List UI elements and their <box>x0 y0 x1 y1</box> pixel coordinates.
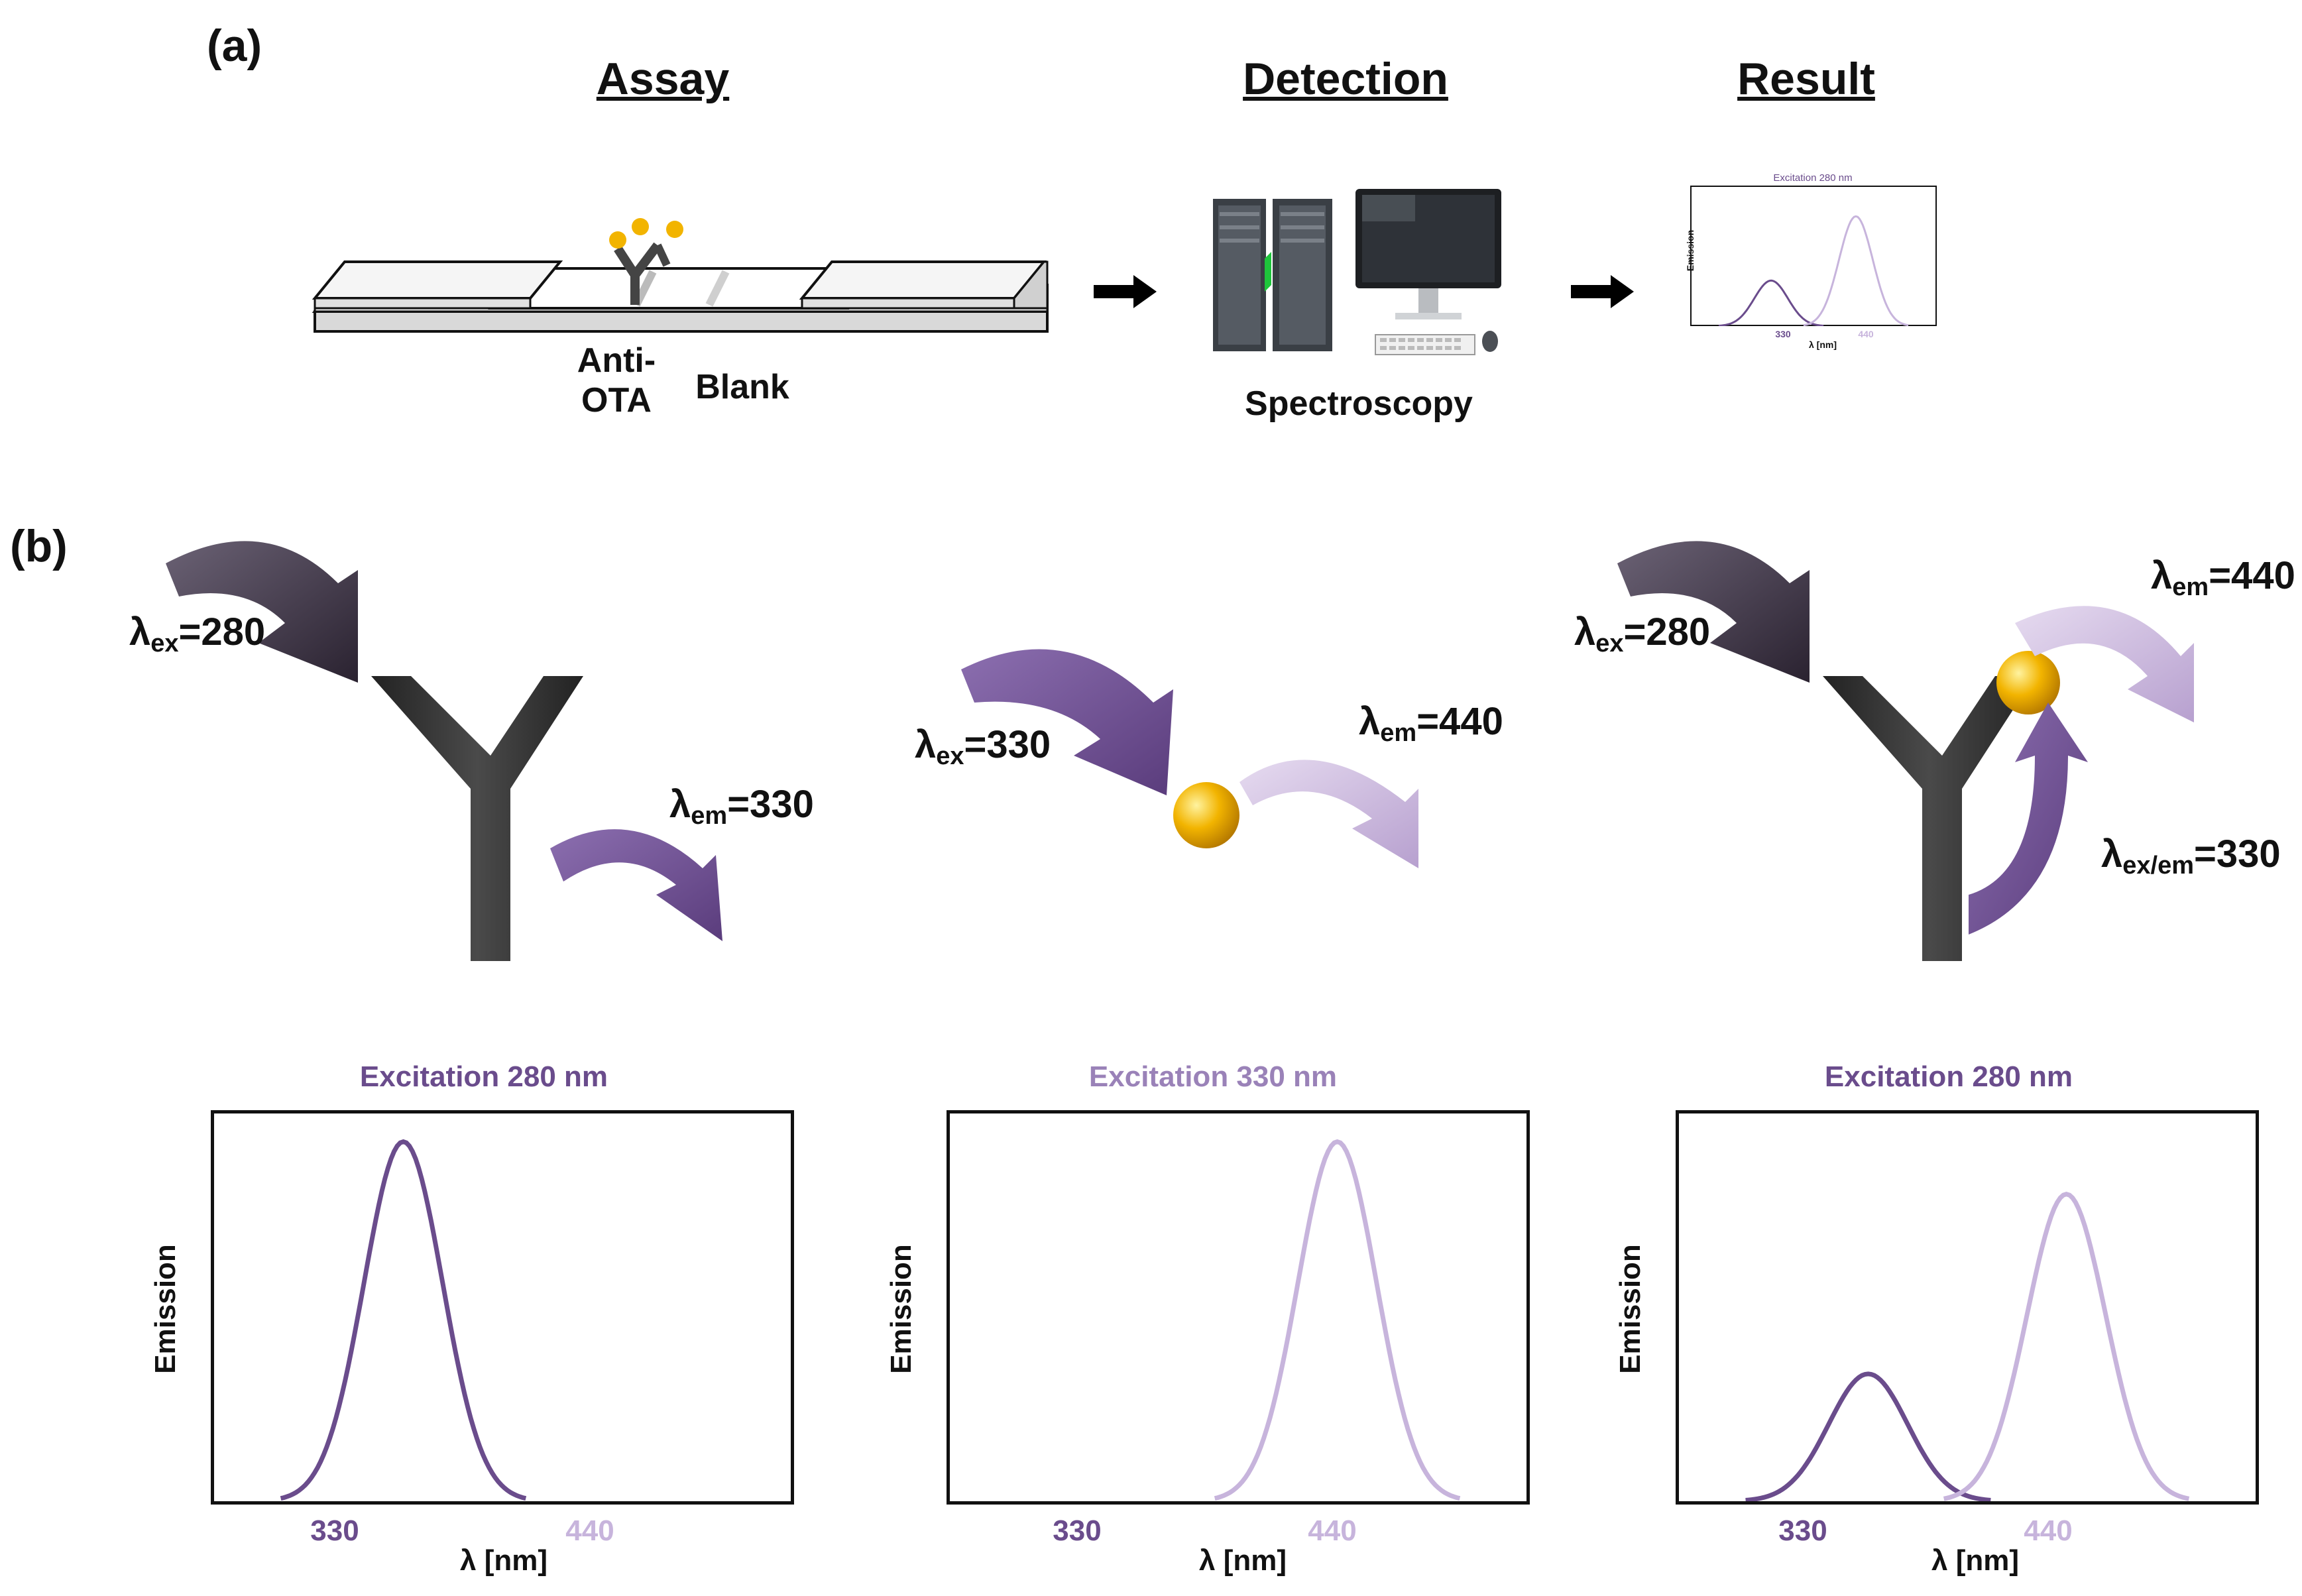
emission-chart-3: Excitation 280 nm Emission 330 440 λ [nm… <box>1614 1060 2280 1591</box>
chart-2-tick-440: 440 <box>1308 1514 1357 1547</box>
arrow-right-icon <box>1094 275 1157 308</box>
chart-3-xlabel: λ [nm] <box>1931 1544 2019 1577</box>
middle-ex-sub: ex <box>936 742 964 770</box>
middle-ex-val: =330 <box>964 723 1051 766</box>
chart-3-frame <box>1676 1110 2259 1505</box>
panel-a-label: (a) <box>207 21 262 71</box>
mini-chart-title: Excitation 280 nm <box>1773 172 1853 184</box>
mini-chart-xlabel: λ [nm] <box>1809 339 1837 350</box>
chart-1-ylabel: Emission <box>149 1244 182 1374</box>
chart-2-frame <box>947 1110 1530 1505</box>
left-em-base: λ <box>669 783 691 826</box>
left-ex-val: =280 <box>178 610 266 654</box>
chart-2-ylabel: Emission <box>885 1244 917 1374</box>
chart-3-title: Excitation 280 nm <box>1824 1060 2073 1093</box>
chart-3-ylabel: Emission <box>1614 1244 1646 1374</box>
chart-3-tick-440: 440 <box>2024 1514 2073 1547</box>
spectrometer-computer-icon <box>1213 189 1501 355</box>
left-ex-sub: ex <box>150 630 179 657</box>
blank-label: Blank <box>695 368 789 406</box>
chart-1-title: Excitation 280 nm <box>359 1060 608 1093</box>
arrow-right-icon-2 <box>1571 275 1634 308</box>
chart-2-series-440 <box>1214 1139 1461 1501</box>
assay-title: Assay <box>596 54 730 104</box>
chart-1-tick-440: 440 <box>565 1514 614 1547</box>
left-ex-base: λ <box>129 610 151 654</box>
chart-3-plot <box>1745 1192 2190 1503</box>
right-em-sub: em <box>2172 573 2209 601</box>
middle-em-sub: em <box>1380 719 1417 747</box>
right-ex-sub: ex <box>1595 630 1624 657</box>
chart-3-tick-330: 330 <box>1778 1514 1827 1547</box>
middle-em-label: λem=440 <box>1359 699 1503 748</box>
chart-1-tick-330: 330 <box>310 1514 359 1547</box>
chart-3-series-330 <box>1745 1371 1991 1503</box>
mini-chart-frame <box>1690 186 1937 326</box>
spectroscopy-label: Spectroscopy <box>1245 384 1473 423</box>
right-exem-val: =330 <box>2194 832 2281 876</box>
middle-em-base: λ <box>1359 700 1381 743</box>
left-antibody-schematic <box>166 541 722 961</box>
right-antibody-fret-schematic <box>1617 541 2194 961</box>
chart-1-xlabel: λ [nm] <box>460 1544 547 1577</box>
left-em-label: λem=330 <box>669 782 814 830</box>
mini-chart-curves <box>1718 215 1909 326</box>
panel-b-label: (b) <box>10 521 68 571</box>
right-ex-label: λex=280 <box>1574 610 1710 658</box>
right-exem-base: λ <box>2101 832 2123 876</box>
right-exem-label: λex/em=330 <box>2101 832 2281 880</box>
middle-em-val: =440 <box>1416 700 1503 743</box>
mini-result-chart: Excitation 280 nm Emission 330 440 λ [nm… <box>1684 172 1942 351</box>
chart-1-series-330 <box>280 1139 527 1501</box>
left-em-sub: em <box>691 802 728 830</box>
mini-tick-330: 330 <box>1775 329 1791 339</box>
chart-3-series-440 <box>1943 1192 2190 1501</box>
right-exem-sub: ex/em <box>2122 852 2195 880</box>
antibody-small-icon <box>609 218 683 305</box>
chart-1-frame <box>211 1110 794 1505</box>
middle-fluorophore-schematic <box>961 649 1418 868</box>
lateral-flow-strip <box>312 260 1049 333</box>
anti-ota-label: Anti- OTA <box>577 341 656 420</box>
detection-title: Detection <box>1243 54 1448 104</box>
right-em-base: λ <box>2151 554 2173 597</box>
middle-ex-label: λex=330 <box>915 722 1051 771</box>
chart-2-title: Excitation 330 nm <box>1088 1060 1338 1093</box>
chart-2-xlabel: λ [nm] <box>1199 1544 1287 1577</box>
right-ex-val: =280 <box>1623 610 1711 654</box>
result-title: Result <box>1737 54 1875 104</box>
emission-chart-1: Excitation 280 nm Emission 330 440 λ [nm… <box>149 1060 809 1591</box>
chart-2-tick-330: 330 <box>1053 1514 1102 1547</box>
chart-1-plot <box>280 1139 527 1501</box>
right-em-label: λem=440 <box>2151 553 2295 602</box>
left-ex-label: λex=280 <box>129 610 265 658</box>
right-em-val: =440 <box>2209 554 2295 597</box>
right-ex-base: λ <box>1574 610 1596 654</box>
left-em-val: =330 <box>727 783 814 826</box>
mini-tick-440: 440 <box>1858 329 1874 339</box>
middle-ex-base: λ <box>915 723 937 766</box>
emission-chart-2: Excitation 330 nm Emission 330 440 λ [nm… <box>885 1060 1538 1591</box>
chart-2-plot <box>1214 1139 1461 1501</box>
